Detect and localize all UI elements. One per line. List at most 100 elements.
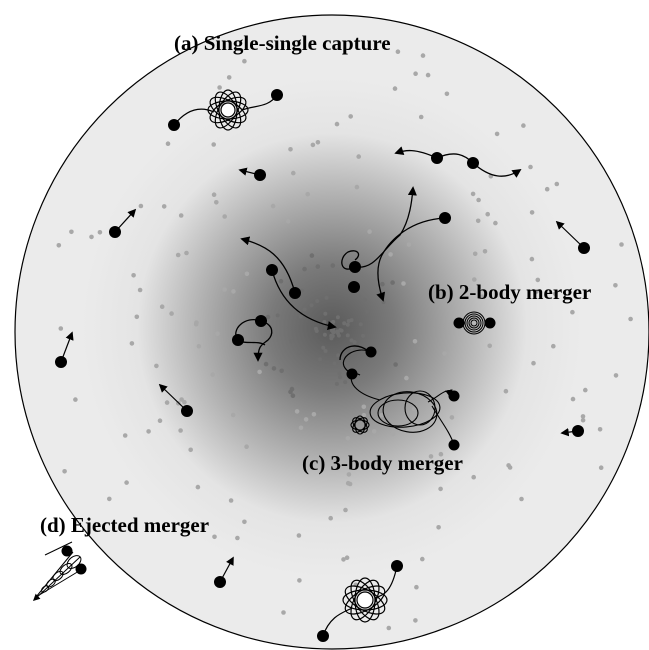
black-hole	[448, 439, 460, 451]
background-star	[279, 368, 285, 374]
background-star	[436, 525, 441, 530]
black-hole	[289, 287, 301, 299]
background-star	[131, 273, 136, 278]
background-star	[291, 170, 296, 176]
background-star	[193, 321, 199, 327]
black-hole	[484, 317, 496, 329]
background-star	[628, 316, 633, 322]
background-star	[69, 229, 74, 235]
background-star	[165, 141, 171, 146]
background-star	[554, 181, 560, 187]
background-star	[365, 309, 370, 314]
background-star	[288, 147, 293, 152]
background-star	[329, 321, 333, 326]
label-three-body-merger: (c) 3-body merger	[302, 451, 463, 475]
black-hole	[232, 334, 244, 346]
black-hole	[181, 405, 193, 417]
background-star	[418, 114, 424, 120]
background-star	[529, 256, 535, 262]
background-star	[331, 330, 336, 335]
background-star	[310, 142, 316, 148]
background-star	[323, 311, 328, 316]
background-star	[379, 413, 384, 418]
background-star	[324, 295, 329, 300]
background-star	[107, 496, 112, 502]
background-star	[244, 444, 249, 450]
background-star	[438, 451, 444, 457]
background-star	[235, 535, 240, 541]
background-star	[493, 220, 498, 226]
black-hole	[349, 261, 361, 273]
background-star	[337, 371, 342, 376]
background-star	[420, 556, 425, 562]
background-star	[420, 53, 426, 58]
background-star	[570, 309, 575, 315]
background-star	[298, 425, 304, 431]
background-star	[347, 481, 353, 487]
background-star	[401, 281, 406, 286]
background-star	[343, 380, 348, 385]
background-star	[278, 278, 284, 284]
background-star	[352, 340, 357, 345]
background-star	[361, 412, 367, 418]
background-star	[388, 252, 393, 257]
background-star	[56, 243, 62, 248]
capture-rosette-top	[207, 89, 249, 131]
background-star	[271, 366, 277, 371]
core-interactions	[235, 146, 522, 362]
background-star	[411, 406, 417, 412]
background-star	[344, 555, 350, 560]
background-star	[472, 277, 477, 282]
background-star	[285, 219, 291, 224]
background-star	[392, 86, 398, 91]
background-star	[346, 472, 352, 477]
background-star	[597, 427, 603, 432]
black-hole	[266, 264, 278, 276]
background-star	[336, 331, 340, 336]
background-star	[322, 332, 327, 337]
background-star	[544, 186, 550, 192]
background-star	[212, 534, 217, 540]
background-star	[332, 361, 337, 366]
background-star	[354, 184, 360, 190]
background-star	[580, 414, 586, 419]
background-star	[390, 431, 396, 437]
black-hole	[168, 119, 180, 131]
background-star	[361, 404, 367, 410]
background-star	[535, 277, 541, 283]
background-star	[257, 369, 262, 375]
background-star	[97, 230, 103, 235]
background-star	[339, 328, 344, 333]
black-hole	[448, 390, 460, 402]
background-star	[275, 313, 280, 318]
background-star	[470, 191, 476, 197]
background-star	[444, 91, 450, 97]
background-star	[265, 314, 271, 320]
black-hole	[55, 356, 67, 368]
background-star	[371, 429, 377, 434]
background-star	[476, 197, 481, 203]
background-star	[297, 578, 302, 583]
background-star	[357, 294, 362, 298]
background-star	[503, 388, 509, 394]
background-star	[303, 417, 309, 422]
background-star	[479, 294, 485, 300]
background-star	[390, 280, 395, 285]
background-star	[226, 75, 232, 80]
background-star	[309, 303, 314, 308]
background-star	[552, 291, 558, 297]
background-star	[129, 341, 135, 346]
background-star	[583, 387, 588, 393]
background-star	[314, 329, 319, 333]
background-star	[309, 253, 315, 258]
background-star	[222, 214, 227, 219]
background-star	[414, 584, 419, 590]
background-star	[528, 164, 533, 170]
background-star	[196, 344, 202, 349]
background-star	[318, 357, 322, 362]
background-star	[154, 363, 159, 369]
background-star	[598, 465, 604, 471]
background-star	[211, 142, 216, 147]
background-star	[73, 397, 78, 402]
